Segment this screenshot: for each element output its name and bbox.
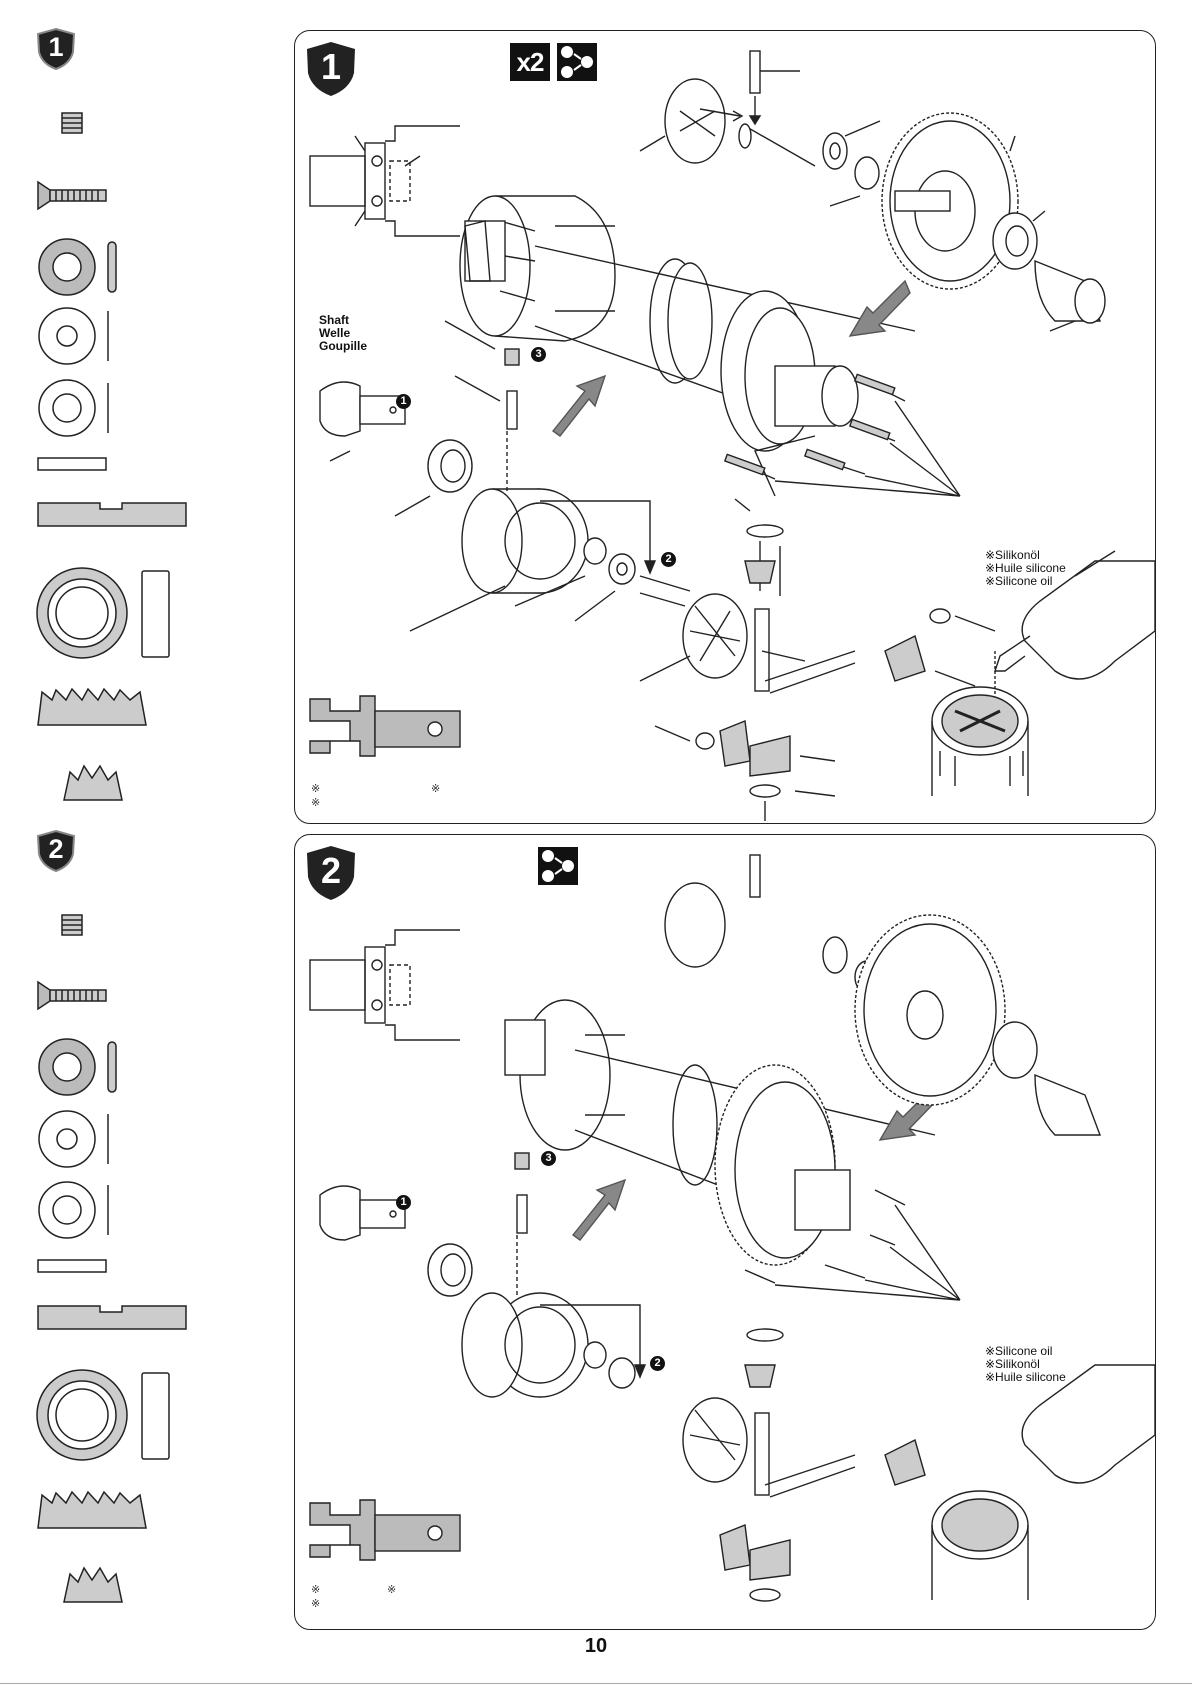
pin (507, 391, 517, 429)
callout-3-step2: 3 (541, 1151, 556, 1166)
note-mark-1: ※ (311, 782, 320, 795)
oil-label-2-fr: ※Huile silicone (985, 1371, 1066, 1384)
multiplier-badge: x2 (510, 43, 550, 81)
step-2-side-number: 2 (36, 834, 76, 865)
step-1-exploded-diagram (295, 31, 1155, 823)
outdrive-cup-right (1035, 261, 1105, 331)
bevel-gear-upper (640, 79, 725, 163)
grub-screw-icon-2 (62, 915, 82, 935)
oil-label-2: ※Silicone oil ※Silikonöl ※Huile silicone (985, 1345, 1066, 1384)
step-1-panel-shield-icon: 1 (305, 41, 357, 97)
note-mark-4: ※ (311, 1583, 320, 1596)
washer-icon (39, 380, 108, 436)
step-2-shield-icon: 2 (36, 830, 76, 872)
step-2-panel-shield-icon: 2 (305, 845, 357, 901)
cross-section-inset-2 (310, 930, 460, 1040)
diff-case-upper-2 (505, 1000, 625, 1150)
small-bevel-gear-icon (64, 766, 122, 800)
shaft-icon (38, 503, 186, 526)
callout-1: 1 (396, 394, 411, 409)
callout-2-step2: 2 (650, 1356, 665, 1371)
bearing-upper (993, 213, 1037, 269)
outdrive-detail (310, 696, 460, 756)
diff-case-lower (410, 489, 588, 631)
thin-washer-icon-2 (39, 1111, 108, 1167)
shaft-label: Shaft Welle Goupille (319, 314, 367, 353)
small-bevel-gear-icon-2 (64, 1568, 122, 1602)
callout-1-step2: 1 (396, 1195, 411, 1210)
thick-washer-icon-2 (39, 1039, 116, 1095)
step-2-exploded-diagram (295, 835, 1155, 1629)
large-bevel-gear-icon-2 (38, 1492, 146, 1528)
bearing-left (395, 440, 472, 516)
page-number: 10 (0, 1635, 1192, 1658)
grub-screw (505, 349, 519, 365)
note-mark-5: ※ (387, 1583, 396, 1596)
bottom-rule (0, 1683, 1192, 1684)
callout-3: 3 (531, 347, 546, 362)
step-1-panel: 1 x2 Shaft Welle Goupille 1 2 3 ※Silikon… (294, 30, 1156, 824)
parts-column-art (0, 0, 200, 1685)
note-mark-6: ※ (311, 1597, 320, 1610)
oil-label-en: ※Silicone oil (985, 575, 1066, 588)
shaft-icon-2 (38, 1306, 186, 1329)
spur-ring-gear-2 (715, 1065, 850, 1265)
countersunk-screw-icon-2 (38, 982, 106, 1009)
sequence-icon-2 (538, 847, 578, 885)
grub-screw-icon (62, 113, 82, 133)
pin-icon-2 (38, 1260, 106, 1272)
step-2-panel-number: 2 (305, 850, 357, 892)
countersunk-screw-icon (38, 182, 106, 209)
ring-gear-upper (882, 113, 1018, 289)
bevel-gear-lower (640, 594, 747, 681)
note-mark-2: ※ (431, 782, 440, 795)
note-mark-3: ※ (311, 796, 320, 809)
pin-upper (750, 51, 760, 93)
callout-2: 2 (661, 552, 676, 567)
diff-case-upper (460, 196, 615, 341)
step-1-panel-number: 1 (305, 46, 357, 88)
outdrive-cup-left (320, 382, 405, 461)
spur-gear-upper-2 (855, 915, 1005, 1105)
washer-icon-2 (39, 1182, 108, 1238)
outdrive-cup-left-2 (320, 1186, 405, 1240)
pin-icon (38, 458, 106, 470)
diff-case-lower-2 (462, 1293, 588, 1397)
sequence-icon (557, 43, 597, 81)
thin-washer-icon (39, 308, 108, 364)
step-2-panel: 2 1 2 3 ※Silicone oil ※Silikonöl ※Huile … (294, 834, 1156, 1630)
cross-section-inset (310, 126, 460, 236)
bearing-icon (37, 568, 169, 658)
bearing-icon-2 (37, 1370, 169, 1460)
thick-washer-icon (39, 239, 116, 295)
diff-case-with-oil (932, 651, 1028, 796)
shaft-label-fr: Goupille (319, 340, 367, 353)
large-bevel-gear-icon (38, 689, 146, 725)
oil-label: ※Silikonöl ※Huile silicone ※Silicone oil (985, 549, 1066, 588)
